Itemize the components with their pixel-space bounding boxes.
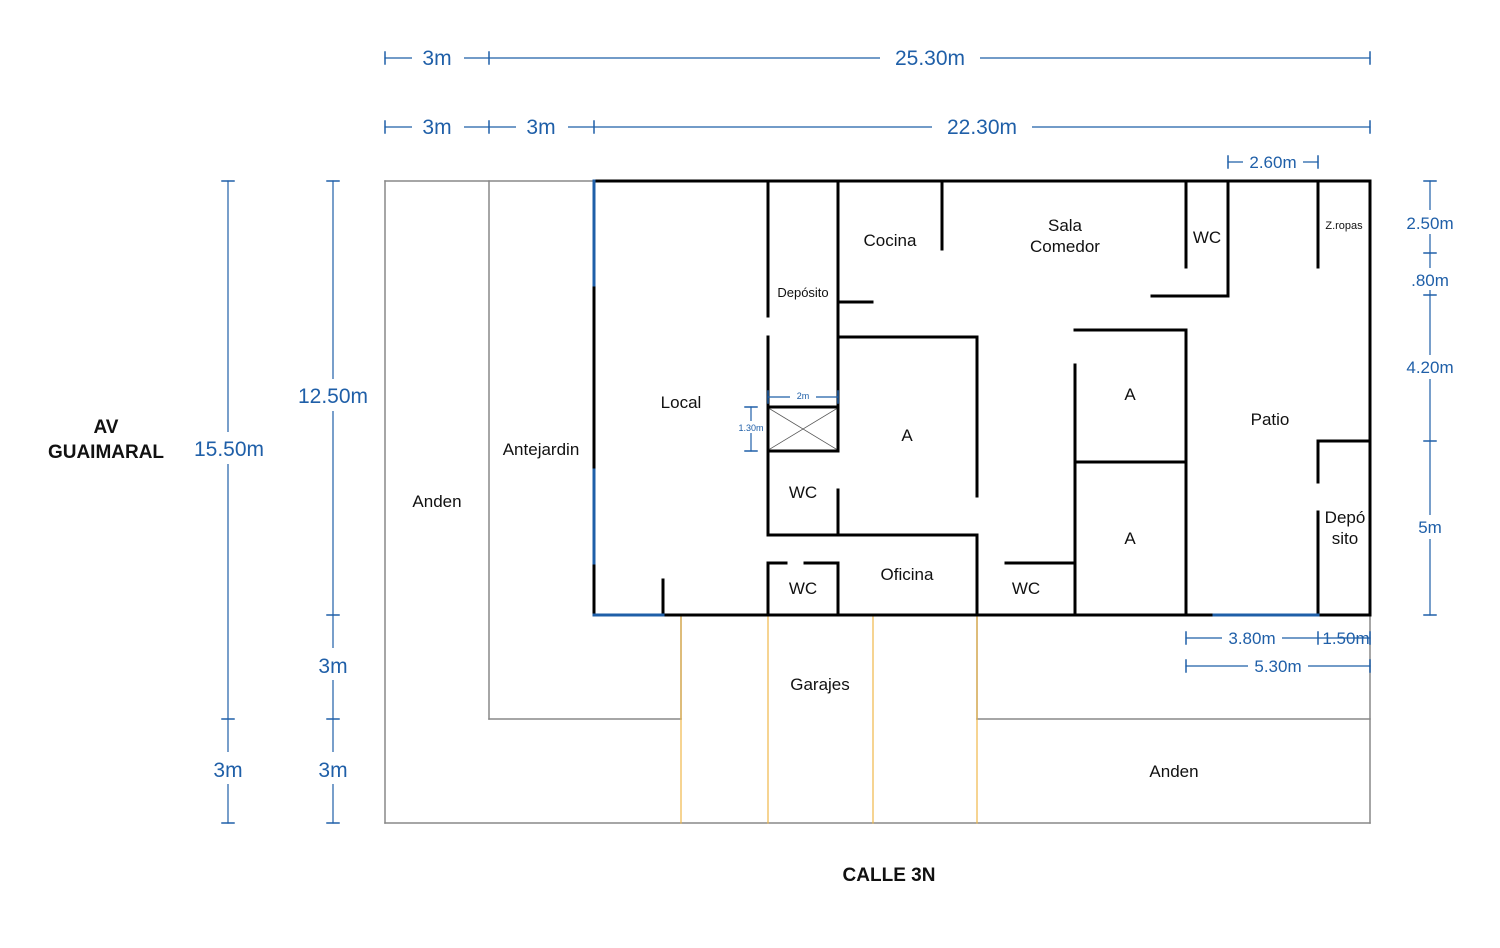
street-calle: CALLE 3N bbox=[843, 865, 936, 886]
room-local: Local bbox=[661, 393, 702, 412]
room-sala: Sala bbox=[1048, 216, 1083, 235]
room-a-right-bottom: A bbox=[1124, 529, 1136, 548]
room-wc-top: WC bbox=[1193, 228, 1221, 247]
dim-stair-width: 2m bbox=[797, 391, 810, 401]
street-av-line1: AV bbox=[94, 417, 119, 438]
room-wc-left-mid: WC bbox=[789, 483, 817, 502]
room-zropas: Z.ropas bbox=[1325, 220, 1363, 232]
dim-bottom-530: 5.30m bbox=[1254, 657, 1301, 676]
dim-right-b: .80m bbox=[1411, 271, 1449, 290]
dim-right-a: 2.50m bbox=[1406, 214, 1453, 233]
dim-bottom-150: 1.50m bbox=[1322, 629, 1369, 648]
room-a-right-top: A bbox=[1124, 385, 1136, 404]
room-patio: Patio bbox=[1251, 410, 1290, 429]
room-comedor: Comedor bbox=[1030, 237, 1100, 256]
room-labels: Anden Antejardin Local Depósito Cocina S… bbox=[412, 216, 1365, 781]
dim-top-right: 2.60m bbox=[1249, 153, 1296, 172]
room-wc-left-bottom: WC bbox=[789, 579, 817, 598]
room-anden-bottom: Anden bbox=[1149, 762, 1198, 781]
room-garajes: Garajes bbox=[790, 675, 850, 694]
room-deposito2-b: sito bbox=[1332, 529, 1358, 548]
dim-left-inner-3m-b: 3m bbox=[318, 759, 347, 782]
dim-right-c: 4.20m bbox=[1406, 358, 1453, 377]
dim-left-inner: 12.50m bbox=[298, 385, 368, 408]
room-cocina: Cocina bbox=[864, 231, 917, 250]
dim-stair-height: 1.30m bbox=[738, 423, 763, 433]
room-a-center: A bbox=[901, 426, 913, 445]
stair-cross bbox=[769, 408, 837, 450]
street-labels: AV GUAIMARAL CALLE 3N bbox=[48, 417, 936, 886]
dim-left-inner-3m-a: 3m bbox=[318, 655, 347, 678]
dim-top1-3m: 3m bbox=[422, 47, 451, 70]
dim-top2-total: 22.30m bbox=[947, 116, 1017, 139]
room-antejardin: Antejardin bbox=[503, 440, 580, 459]
dim-right-d: 5m bbox=[1418, 518, 1442, 537]
dim-top2-a: 3m bbox=[422, 116, 451, 139]
room-wc-right: WC bbox=[1012, 579, 1040, 598]
room-anden-left: Anden bbox=[412, 492, 461, 511]
dim-left-outer-3m: 3m bbox=[213, 759, 242, 782]
dimension-labels: 3m 25.30m 3m 3m 22.30m 2.60m 15.50m 3m 1… bbox=[185, 44, 1460, 784]
dim-bottom-380: 3.80m bbox=[1228, 629, 1275, 648]
dim-top2-b: 3m bbox=[526, 116, 555, 139]
room-deposito: Depósito bbox=[777, 285, 828, 300]
dim-left-outer: 15.50m bbox=[194, 438, 264, 461]
dim-top1-total: 25.30m bbox=[895, 47, 965, 70]
room-oficina: Oficina bbox=[881, 565, 934, 584]
room-deposito2-a: Depó bbox=[1325, 508, 1366, 527]
street-av-line2: GUAIMARAL bbox=[48, 442, 164, 463]
plan-lines bbox=[221, 51, 1437, 824]
